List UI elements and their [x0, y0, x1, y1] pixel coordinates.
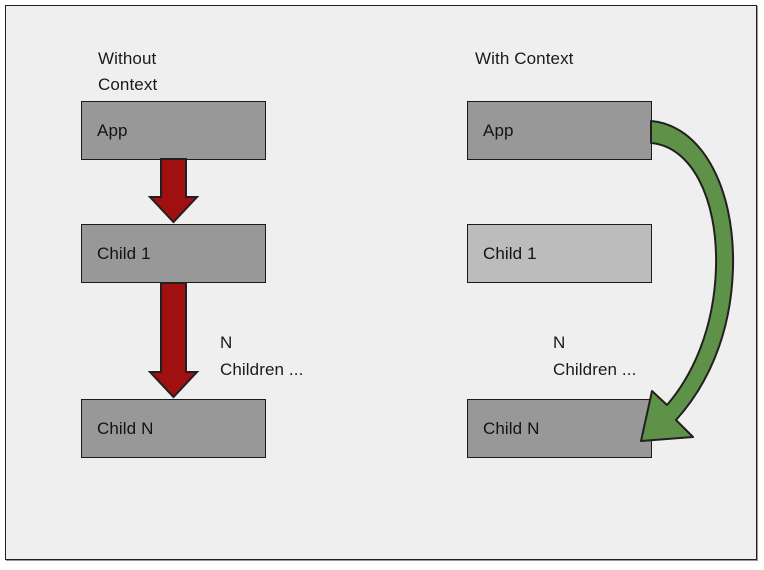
node-label: App [97, 120, 128, 140]
node-right-child-n: Child N [467, 399, 652, 458]
node-label: Child N [483, 418, 540, 438]
node-left-child-1: Child 1 [81, 224, 266, 283]
node-right-app: App [467, 101, 652, 160]
column-heading-without-context: Without Context [98, 49, 158, 94]
node-right-child-1: Child 1 [467, 224, 652, 283]
column-heading-with-context: With Context [475, 49, 574, 68]
node-label: Child N [97, 418, 154, 438]
node-label: App [483, 120, 514, 140]
node-left-child-n: Child N [81, 399, 266, 458]
annotation-left-n-children: N Children ... [220, 333, 304, 379]
node-label: Child 1 [483, 243, 537, 263]
node-left-app: App [81, 101, 266, 160]
annotation-right-n-children: N Children ... [553, 333, 637, 379]
node-label: Child 1 [97, 243, 151, 263]
